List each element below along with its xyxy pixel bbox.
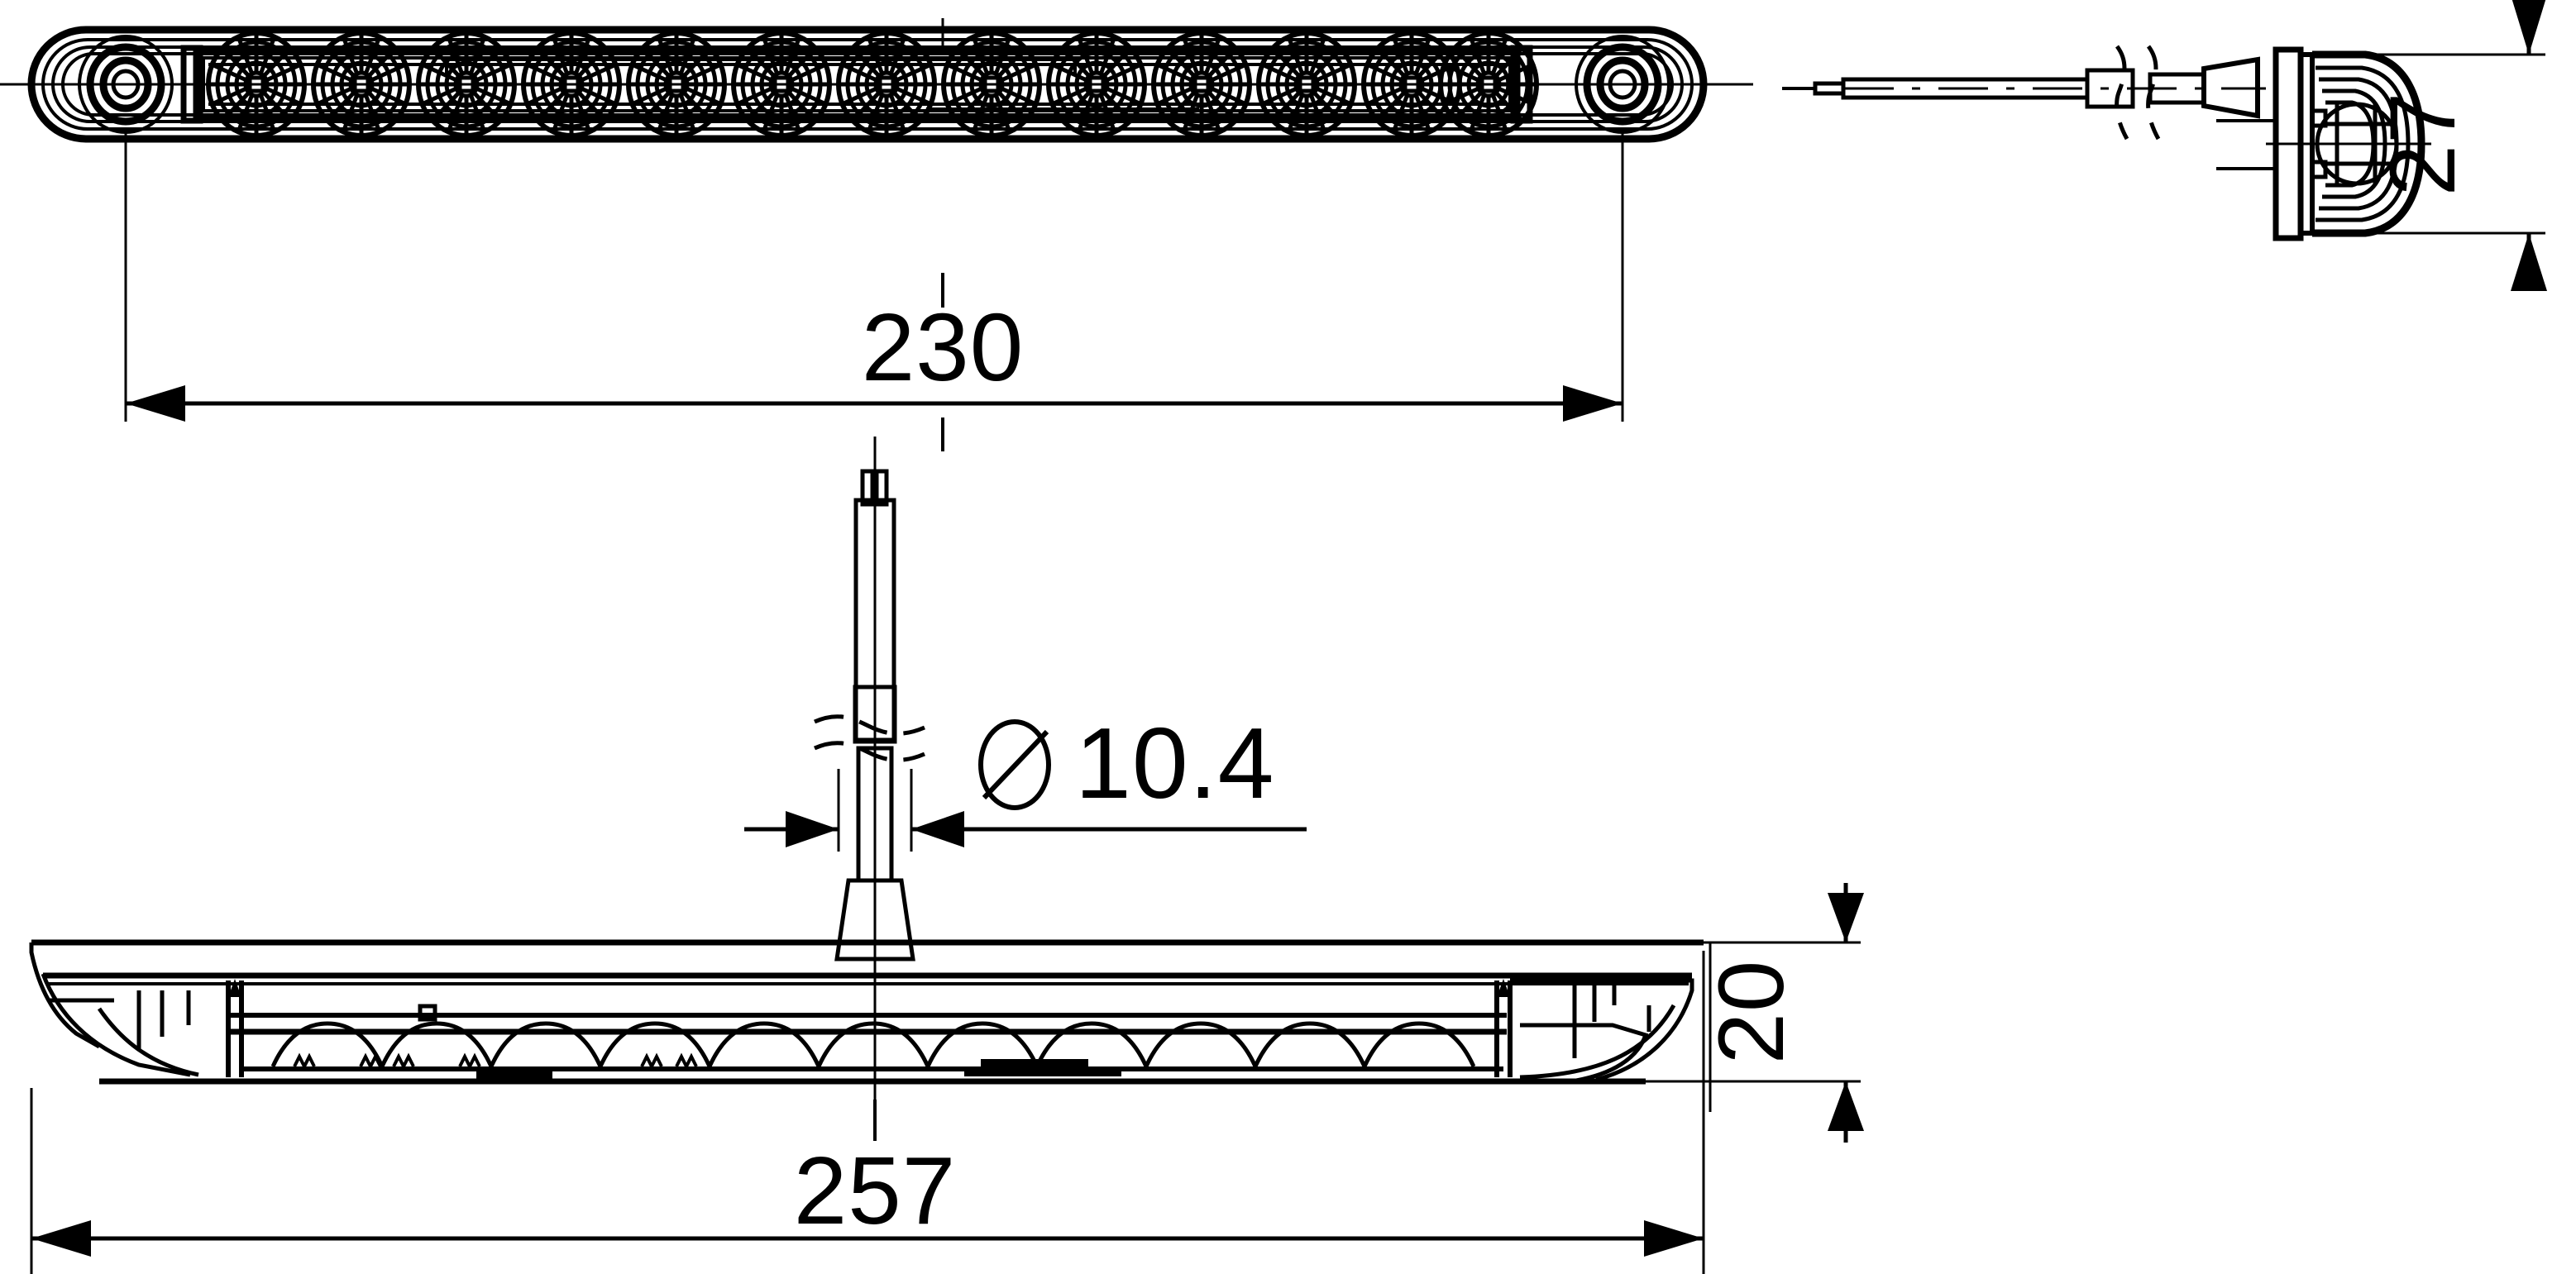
- break-symbol-lower-cable: [813, 741, 925, 762]
- arrowhead-left-257: [31, 1220, 91, 1257]
- diameter-symbol-icon: [978, 719, 1051, 810]
- arrowhead-bottom-20: [1828, 1081, 1864, 1131]
- cable-grommet: [2201, 56, 2260, 119]
- arrowhead-right-diam: [911, 811, 964, 847]
- arrowhead-right-257: [1644, 1220, 1704, 1257]
- break-symbol-upper-cable: [813, 714, 925, 736]
- side-profile-view: [1782, 45, 2431, 241]
- dim-value-10-4: 10.4: [1075, 707, 1274, 819]
- cable-tip-ferrule: [1813, 81, 1846, 96]
- floor-boss-right-2: [964, 1068, 1121, 1076]
- floor-boss-right: [981, 1059, 1088, 1067]
- dim-value-230: 230: [862, 293, 1025, 401]
- wire-tip-right: [874, 469, 889, 507]
- skirt-right-outer: [1510, 978, 1694, 1082]
- arrowhead-bottom-27: [2511, 233, 2547, 291]
- floor-boss-left: [476, 1071, 552, 1079]
- wire-tip-left: [860, 469, 875, 507]
- dim-height-27: 27: [2301, 0, 2547, 291]
- cable-assembly: [1782, 45, 2266, 141]
- skirt-right-inner: [1520, 1023, 1649, 1084]
- arrowhead-top-27: [2511, 0, 2546, 55]
- top-view: [0, 18, 1753, 143]
- center-cable-detail: [813, 437, 925, 961]
- skirt-left-outer: [29, 942, 101, 1049]
- end-cap-right-arrow: [1497, 979, 1510, 997]
- dim-length-230: 230: [124, 132, 1624, 451]
- end-cap-left-arrow: [228, 979, 241, 997]
- arrowhead-left-230: [126, 385, 185, 422]
- arrowhead-left-diam: [786, 811, 839, 847]
- bottom-view: [29, 939, 1704, 1112]
- dim-width-257: 257: [30, 951, 1705, 1274]
- dim-diameter-10-4: 10.4: [744, 707, 1307, 852]
- skirt-left-ribs: [50, 990, 191, 1050]
- cable-collar-left: [2085, 68, 2135, 109]
- break-symbol-right: [2146, 45, 2161, 141]
- break-symbol-left: [2115, 45, 2129, 141]
- arrowhead-top-20: [1828, 893, 1864, 942]
- dim-depth-20: 20: [1571, 883, 1864, 1143]
- dim-value-257: 257: [794, 1137, 957, 1244]
- bracket-tab-lower: [2310, 160, 2328, 179]
- dim-value-27: 27: [2371, 92, 2474, 197]
- cable-grommet-vertical: [834, 878, 915, 961]
- serration-marks: [293, 1052, 698, 1071]
- skirt-left-curve: [41, 973, 191, 1077]
- skirt-right-ribs: [1572, 981, 1651, 1058]
- bracket-tab-upper: [2310, 108, 2328, 128]
- dim-value-20: 20: [1699, 960, 1803, 1065]
- optic-scallop-profile: [270, 1021, 1476, 1072]
- locating-tab: [418, 1004, 437, 1022]
- arrowhead-right-230: [1563, 385, 1623, 422]
- skirt-right-curve: [1519, 1004, 1676, 1080]
